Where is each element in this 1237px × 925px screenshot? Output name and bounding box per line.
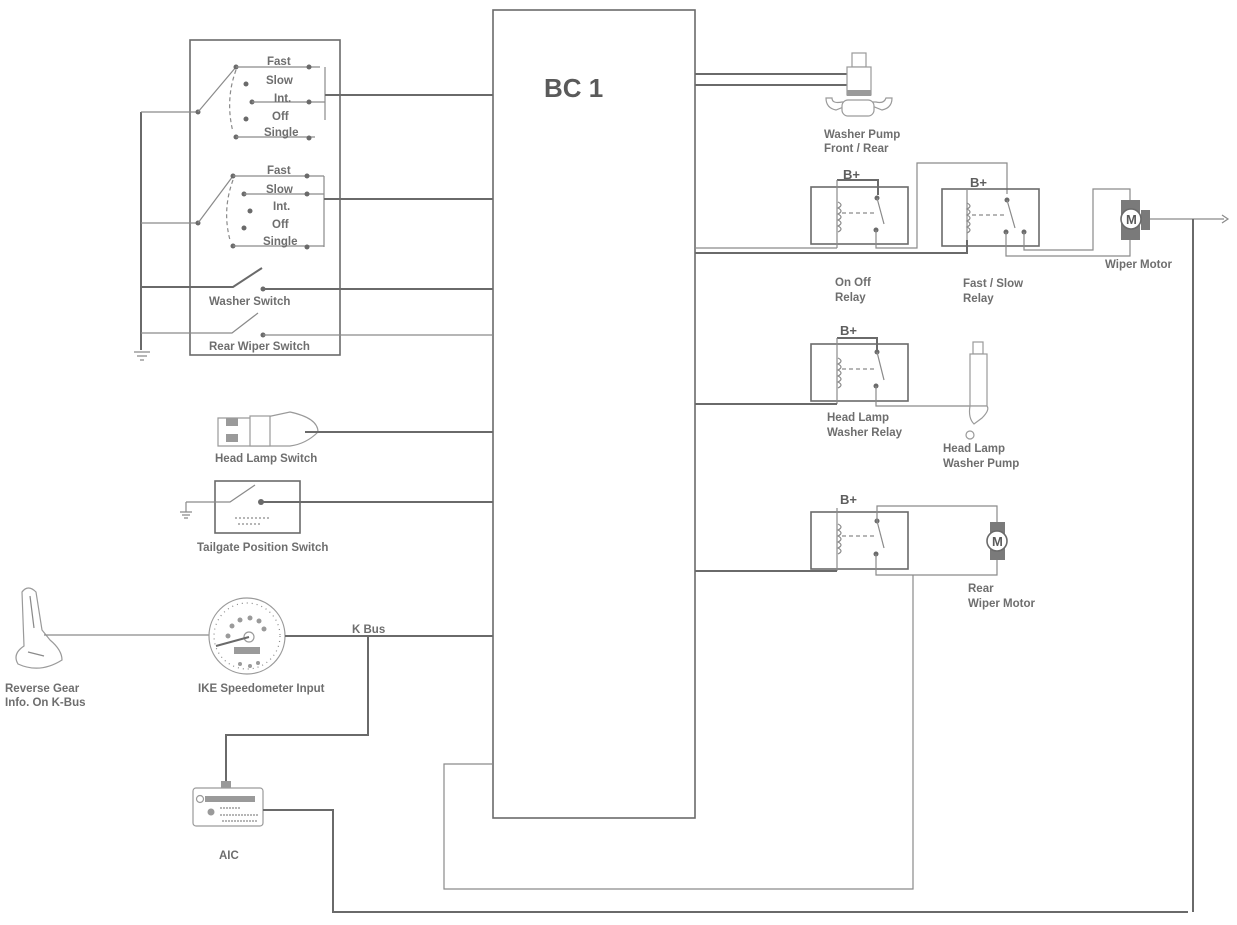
relay-coil-icon — [836, 357, 842, 389]
rear-switch-pos-fast: Fast — [267, 165, 291, 177]
head-lamp-washer-pump-icon — [965, 341, 989, 440]
aic-icon — [192, 781, 264, 827]
rear-wiper-relay-box — [810, 511, 909, 570]
on-off-relay-label-line1: On Off — [835, 277, 871, 289]
relay-coil-icon — [836, 201, 842, 233]
aic-module: AIC — [192, 781, 1188, 913]
on-off-relay: B+ On Off Relay — [810, 162, 1008, 304]
bc1-module: BC 1 — [492, 9, 696, 819]
speedometer-label: IKE Speedometer Input — [198, 683, 325, 695]
rear-wiper-switch: Rear Wiper Switch — [141, 312, 493, 353]
rear-wiper-relay-bplus: B+ — [840, 492, 857, 507]
reverse-gear-shifter: Reverse Gear Info. On K-Bus — [5, 587, 210, 709]
ike-speedometer: IKE Speedometer Input K Bus — [198, 597, 493, 695]
washer-switch-label: Washer Switch — [209, 296, 290, 308]
on-off-relay-box — [810, 186, 909, 245]
arrow-icon — [1221, 214, 1230, 224]
rear-switch-pos-off: Off — [272, 219, 289, 231]
reverse-gear-label-line2: Info. On K-Bus — [5, 697, 86, 709]
front-switch-pos-single: Single — [264, 127, 299, 139]
fast-slow-relay-box — [941, 188, 1040, 247]
rear-switch-pos-single: Single — [263, 236, 298, 248]
wiper-motor-label: Wiper Motor — [1105, 259, 1172, 271]
fast-slow-relay-label-line2: Relay — [963, 293, 994, 305]
front-switch-pos-int: Int. — [274, 93, 291, 105]
on-off-relay-bplus: B+ — [843, 167, 860, 182]
tailgate-switch-box — [214, 480, 301, 534]
washer-pump-icon — [825, 52, 893, 117]
washer-pump-label-line2: Front / Rear — [824, 143, 889, 155]
rear-wiper-switch-label: Rear Wiper Switch — [209, 341, 310, 353]
relay-coil-icon — [965, 202, 971, 234]
washer-pump: Washer Pump Front / Rear — [695, 52, 900, 155]
rear-wiper-return-wire — [443, 575, 914, 890]
gear-shifter-icon — [15, 587, 63, 669]
bc1-title: BC 1 — [544, 73, 603, 103]
ground-icon — [134, 351, 150, 361]
head-lamp-relay-label-line2: Washer Relay — [827, 427, 903, 439]
front-switch-pos-fast: Fast — [267, 56, 291, 68]
rear-wiper-motor-symbol: M — [992, 534, 1003, 549]
tailgate-switch-label: Tailgate Position Switch — [197, 542, 328, 554]
relay-coil-icon — [836, 523, 842, 555]
head-lamp-switch-icon — [217, 411, 319, 447]
bc1-box — [492, 9, 696, 819]
washer-pump-wires — [695, 73, 848, 86]
rear-switch-pos-slow: Slow — [266, 184, 293, 196]
fast-slow-relay: B+ Fast / Slow Relay — [941, 175, 1131, 305]
rear-wiper-motor: M Rear Wiper Motor — [968, 522, 1035, 610]
reverse-gear-label-line1: Reverse Gear — [5, 683, 80, 695]
head-lamp-switch-label: Head Lamp Switch — [215, 453, 317, 465]
head-lamp-relay-bplus: B+ — [840, 323, 857, 338]
wiper-motor: M Wiper Motor — [1105, 200, 1230, 912]
ground-icon — [180, 502, 192, 519]
washer-pump-label-line1: Washer Pump — [824, 129, 900, 141]
front-switch-pos-off: Off — [272, 111, 289, 123]
wiper-switch-panel: Fast Slow Int. Off Single Fast Slow I — [134, 39, 493, 361]
aic-to-wiper-motor-wire — [263, 809, 1188, 913]
fast-slow-relay-label-line1: Fast / Slow — [963, 278, 1023, 290]
washer-switch: Washer Switch — [141, 267, 493, 308]
head-lamp-washer-relay-box — [810, 343, 909, 402]
aic-label: AIC — [219, 850, 239, 862]
rear-switch-pos-int: Int. — [273, 201, 290, 213]
head-lamp-relay-label-line1: Head Lamp — [827, 412, 889, 424]
head-lamp-washer-pump: Head Lamp Washer Pump — [943, 341, 1019, 470]
head-lamp-washer-relay: B+ Head Lamp Washer Relay — [695, 323, 970, 439]
wiper-motor-symbol: M — [1126, 212, 1137, 227]
front-wiper-switch: Fast Slow Int. Off Single — [141, 56, 493, 141]
head-lamp-pump-label-line1: Head Lamp — [943, 443, 1005, 455]
bc1-to-fast-slow-relay-wire — [695, 240, 968, 254]
rear-wiper-mode-switch: Fast Slow Int. Off Single — [141, 165, 493, 250]
head-lamp-pump-label-line2: Washer Pump — [943, 458, 1019, 470]
motor-icon: M — [986, 522, 1008, 560]
rear-wiper-motor-label-line2: Wiper Motor — [968, 598, 1035, 610]
on-off-relay-label-line2: Relay — [835, 292, 866, 304]
kbus-label: K Bus — [352, 624, 385, 636]
fast-slow-relay-bplus: B+ — [970, 175, 987, 190]
kbus-to-aic-wire — [225, 636, 369, 782]
head-lamp-switch: Head Lamp Switch — [215, 411, 493, 465]
rear-wiper-relay: B+ — [695, 492, 998, 576]
switch-panel-box — [189, 39, 341, 356]
front-switch-pos-slow: Slow — [266, 75, 293, 87]
motor-icon: M — [1120, 200, 1150, 240]
tailgate-switch: Tailgate Position Switch — [180, 480, 493, 554]
speedometer-icon — [208, 597, 286, 675]
rear-wiper-motor-label-line1: Rear — [968, 583, 994, 595]
